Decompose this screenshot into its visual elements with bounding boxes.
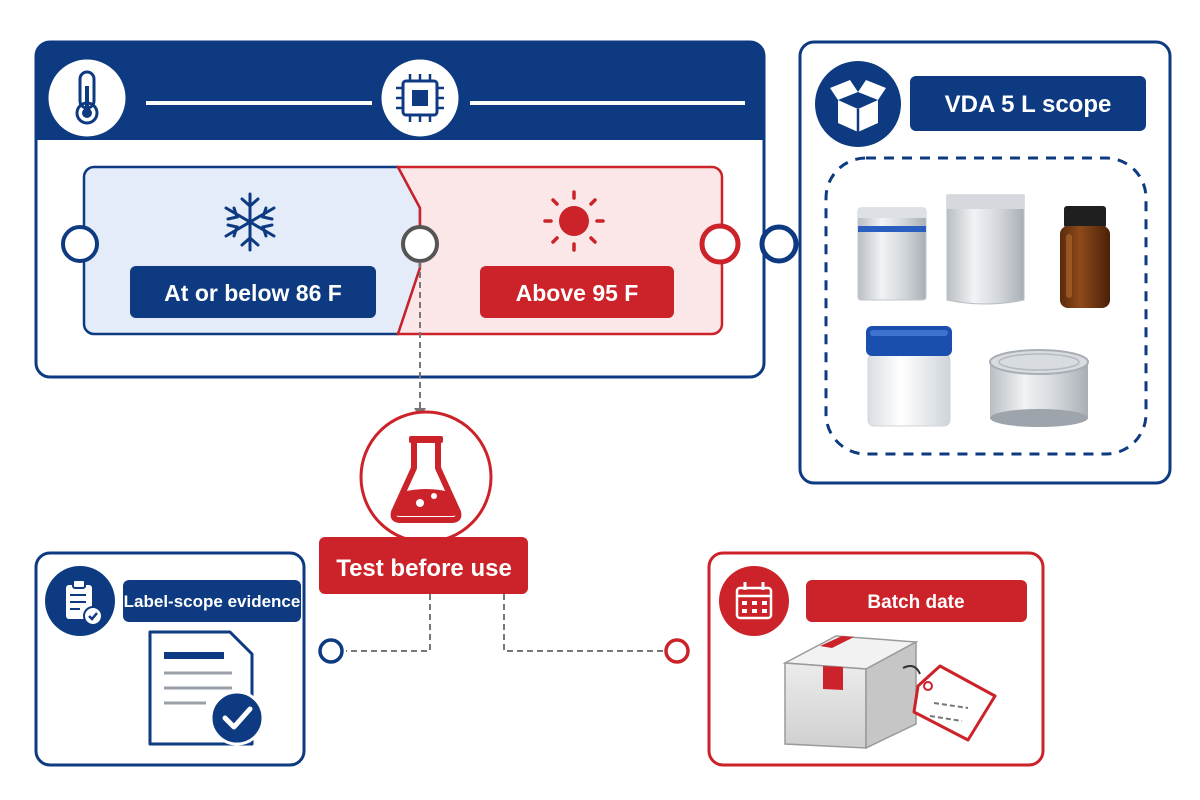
jar-icon [866, 326, 952, 427]
cold-label-pill [130, 266, 376, 318]
test-label-pill [319, 537, 528, 594]
temperature-panel: At or below 86 F Above 95 F [34, 40, 766, 379]
open-box-icon [815, 61, 901, 147]
vda-title-pill [910, 76, 1146, 131]
test-node: Test before use [319, 410, 528, 594]
tin-can-icon [989, 349, 1089, 427]
threshold-port [401, 225, 439, 263]
cold-zone-label: At or below 86 F [164, 280, 342, 306]
amber-bottle-icon [1060, 206, 1110, 308]
cold-zone-port [61, 225, 99, 263]
sun-icon [543, 190, 605, 252]
vda-title: VDA 5 L scope [945, 91, 1112, 118]
calendar-icon [719, 566, 789, 636]
evidence-label-pill [123, 580, 301, 622]
clipboard-check-icon [45, 566, 115, 636]
vda-port [759, 224, 799, 264]
thermometer-icon [45, 56, 129, 140]
test-to-batch-connector [503, 594, 664, 652]
hot-label-pill [480, 266, 674, 318]
evidence-panel: Label-scope evidence [34, 551, 306, 767]
vda-panel: VDA 5 L scope [798, 40, 1172, 485]
test-to-evidence-connector [346, 594, 431, 652]
batch-tag-icon [912, 664, 997, 742]
test-label: Test before use [336, 555, 512, 582]
batch-panel: Batch date [707, 551, 1045, 767]
document-check-icon [148, 630, 265, 746]
batch-label: Batch date [867, 592, 964, 613]
hot-zone: Above 95 F [395, 165, 741, 336]
evidence-label: Label-scope evidence [124, 592, 301, 611]
batch-port [664, 638, 690, 664]
evidence-port [318, 638, 344, 664]
flask-icon [390, 436, 462, 523]
tagged-box-icon [782, 635, 997, 750]
standup-pouch-icon [946, 194, 1025, 305]
hot-zone-port [699, 223, 741, 265]
hot-zone-label: Above 95 F [516, 280, 639, 306]
batch-label-pill [806, 580, 1027, 622]
pouch-icon [857, 207, 927, 301]
container-scope-boundary [824, 156, 1148, 456]
microchip-icon [378, 56, 462, 140]
connectors [318, 224, 836, 664]
snowflake-icon [224, 192, 276, 252]
cold-zone: At or below 86 F [61, 165, 422, 336]
